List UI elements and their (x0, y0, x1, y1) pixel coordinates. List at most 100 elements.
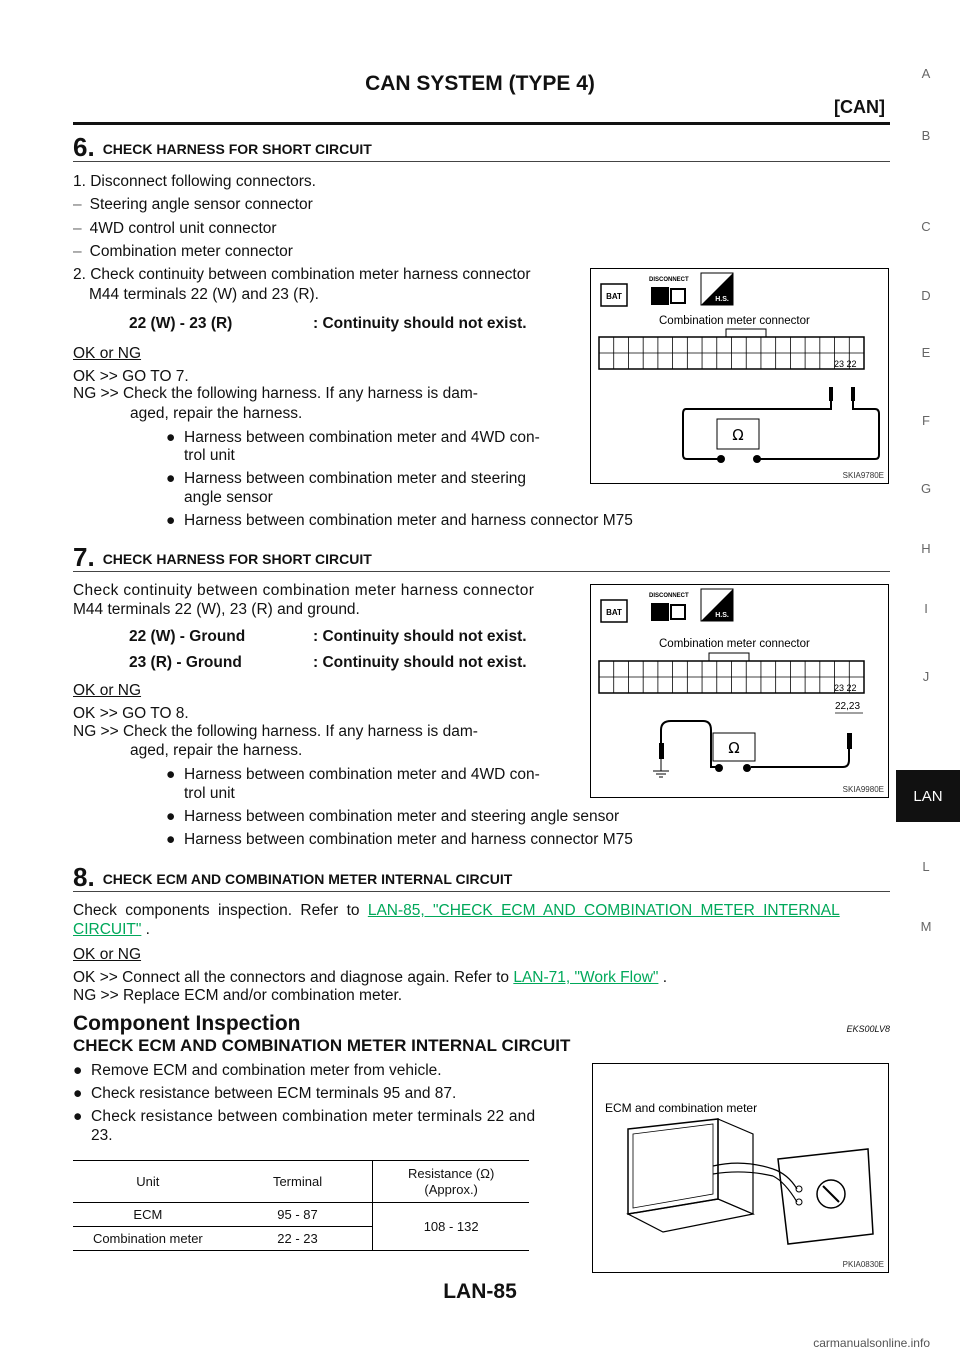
step7-spec1-value: : Continuity should not exist. (313, 628, 527, 645)
side-tab-f[interactable]: F (922, 413, 930, 428)
link-lan-85-cont[interactable]: CIRCUIT" (73, 921, 142, 938)
section-label: [CAN] (834, 97, 885, 117)
step8-rule (73, 891, 890, 892)
side-tab-g[interactable]: G (920, 481, 932, 496)
link-lan-71[interactable]: LAN-71, "Work Flow" (513, 969, 659, 986)
resistance-table: Unit Terminal Resistance (Ω)(Approx.) EC… (73, 1160, 529, 1251)
figure-pkia0830e: ECM and combination meter PKIA0830E (592, 1063, 889, 1273)
svg-text:Ω: Ω (732, 426, 743, 444)
side-tab-h[interactable]: H (921, 541, 931, 556)
fig6-label: Combination meter connector (659, 315, 810, 327)
svg-text:H.S.: H.S. (715, 296, 729, 303)
step6-dash3: –Combination meter connector (73, 243, 293, 260)
step6-line2b: M44 terminals 22 (W) and 23 (R). (89, 286, 319, 303)
component-code: EKS00LV8 (846, 1024, 890, 1034)
svg-text:BAT: BAT (606, 608, 622, 617)
side-tab-i[interactable]: I (924, 601, 928, 616)
step8-heading: 8.CHECK ECM AND COMBINATION METER INTERN… (73, 862, 513, 892)
link-lan-85[interactable]: LAN-85, "CHECK ECM AND COMBINATION METER… (367, 902, 840, 919)
table-row-ecm-unit: ECM (133, 1207, 163, 1222)
table-row-meter-unit: Combination meter (92, 1231, 203, 1246)
step7-heading: 7.CHECK HARNESS FOR SHORT CIRCUIT (73, 542, 372, 572)
hs-icon: H.S. (700, 588, 734, 622)
side-tab-l[interactable]: L (922, 859, 930, 874)
step7-okng: OK or NG (73, 682, 142, 699)
fig7-pins2: 22,23 (835, 701, 860, 712)
fig-component-label: ECM and combination meter (605, 1101, 757, 1115)
header-rule (73, 122, 890, 125)
step6-heading: 6.CHECK HARNESS FOR SHORT CIRCUIT (73, 132, 372, 162)
step7-rule (73, 571, 890, 572)
step6-line2a: 2. Check continuity between combination … (73, 266, 531, 283)
step6-bullet1b: trol unit (184, 447, 235, 464)
watermark[interactable]: carmanualsonline.info (813, 1336, 930, 1350)
component-title: Component Inspection (73, 1012, 301, 1035)
step7-line1a: Check continuity between combination met… (73, 582, 535, 599)
fig6-connector (598, 328, 865, 370)
page-number: LAN-85 (443, 1280, 517, 1303)
step7-spec2-value: : Continuity should not exist. (313, 654, 527, 671)
component-subtitle: CHECK ECM AND COMBINATION METER INTERNAL… (73, 1036, 571, 1055)
figure-6-diagram: BAT DISCONNECT H.S. Combination meter co… (598, 272, 880, 463)
ohmmeter-icon: Ω (716, 418, 761, 463)
step7-spec2-term: 23 (R) - Ground (129, 654, 242, 671)
side-tab-c[interactable]: C (921, 219, 931, 234)
step8-okng: OK or NG (73, 946, 142, 963)
th-unit: Unit (136, 1174, 160, 1189)
step7-spec1-term: 22 (W) - Ground (129, 628, 246, 645)
step8-ng: NG >> Replace ECM and/or combination met… (73, 987, 403, 1004)
hs-icon: H.S. (700, 272, 734, 306)
svg-text:BAT: BAT (606, 292, 622, 301)
step6-spec-term: 22 (W) - 23 (R) (129, 315, 233, 332)
table-row-ecm-terminal: 95 - 87 (277, 1207, 318, 1222)
multimeter-icon (777, 1148, 874, 1245)
component-bullet3b: 23. (91, 1127, 113, 1144)
side-tab-lan[interactable]: LAN (896, 770, 960, 822)
fig7-probe (847, 733, 852, 749)
disconnect-icon: DISCONNECT (649, 277, 689, 305)
step7-bullet2: ●Harness between combination meter and s… (166, 808, 620, 825)
fig7-code: SKIA9980E (842, 785, 884, 794)
fig6-code: SKIA9780E (842, 471, 884, 480)
step6-ng-b: aged, repair the harness. (130, 405, 303, 422)
ground-icon (653, 759, 669, 778)
step7-line1b: M44 terminals 22 (W), 23 (R) and ground. (73, 601, 360, 618)
side-tab-m[interactable]: M (920, 919, 932, 934)
svg-text:DISCONNECT: DISCONNECT (649, 277, 689, 283)
step6-spec-value: : Continuity should not exist. (313, 315, 527, 332)
step6-ok: OK >> GO TO 7. (73, 368, 189, 385)
step6-bullet2b: angle sensor (184, 489, 273, 506)
step6-ng-a: NG >> Check the following harness. If an… (73, 385, 478, 402)
side-tab-j[interactable]: J (922, 669, 930, 684)
step6-bullet2a: ●Harness between combination meter and s… (166, 470, 527, 487)
step7-ng-b: aged, repair the harness. (130, 742, 303, 759)
fig7-label: Combination meter connector (659, 638, 810, 650)
step6-dash1: –Steering angle sensor connector (73, 196, 313, 213)
svg-text:H.S.: H.S. (715, 612, 729, 619)
fig7-ground-probe (659, 743, 664, 759)
step8-line1: Check components inspection. Refer to LA… (73, 902, 840, 919)
fig-component-code: PKIA0830E (842, 1260, 884, 1269)
step7-bullet1a: ●Harness between combination meter and 4… (166, 766, 540, 783)
step7-ok: OK >> GO TO 8. (73, 705, 189, 722)
component-bullet2: ●Check resistance between ECM terminals … (73, 1085, 457, 1102)
figure-component-diagram: ECM and combination meter (605, 1101, 874, 1245)
figure-7-diagram: BAT DISCONNECT H.S. Combination meter co… (598, 588, 865, 778)
table-resistance-value: 108 - 132 (372, 1202, 529, 1251)
disconnect-icon: DISCONNECT (649, 593, 689, 621)
side-tab-d[interactable]: D (921, 288, 931, 303)
step7-ng-a: NG >> Check the following harness. If an… (73, 723, 478, 740)
side-tab-a[interactable]: A (921, 66, 931, 81)
side-tab-b[interactable]: B (921, 128, 931, 143)
page-title: CAN SYSTEM (TYPE 4) (365, 72, 595, 95)
side-tab-e[interactable]: E (921, 345, 931, 360)
step6-bullet1a: ●Harness between combination meter and 4… (166, 429, 540, 446)
fig6-probe-22 (851, 387, 855, 401)
step7-bullet1b: trol unit (184, 785, 235, 802)
ohmmeter-icon: Ω (712, 732, 756, 772)
fig7-pins: 23 22 (834, 683, 857, 693)
step7-bullet3: ●Harness between combination meter and h… (166, 831, 633, 848)
component-bullet1: ●Remove ECM and combination meter from v… (73, 1062, 442, 1079)
ecm-unit-icon (626, 1118, 756, 1233)
component-bullet3a: ●Check resistance between combination me… (73, 1108, 536, 1125)
